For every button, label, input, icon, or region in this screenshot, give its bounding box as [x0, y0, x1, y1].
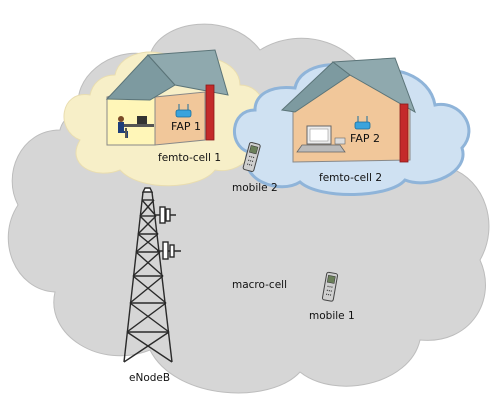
fap1-label: FAP 1 [171, 120, 201, 133]
house-1 [105, 49, 229, 146]
mobile-2-label: mobile 2 [232, 182, 278, 194]
macro-cell-label: macro-cell [232, 279, 287, 291]
laptop-icon [296, 125, 346, 153]
mobile-1-label: mobile 1 [309, 310, 355, 322]
router-icon [354, 116, 371, 130]
femto-cell-1-label: femto-cell 1 [158, 152, 221, 164]
mobile-phone-icon [321, 271, 339, 302]
router-icon [175, 104, 192, 118]
mobile-phone-icon [242, 141, 261, 172]
enodeb-label: eNodeB [129, 372, 171, 384]
person-at-desk-icon [118, 116, 154, 138]
house-2 [280, 57, 416, 163]
fap2-label: FAP 2 [350, 132, 380, 145]
femto-cell-2-label: femto-cell 2 [319, 172, 382, 184]
antenna-tower-icon [123, 187, 181, 363]
